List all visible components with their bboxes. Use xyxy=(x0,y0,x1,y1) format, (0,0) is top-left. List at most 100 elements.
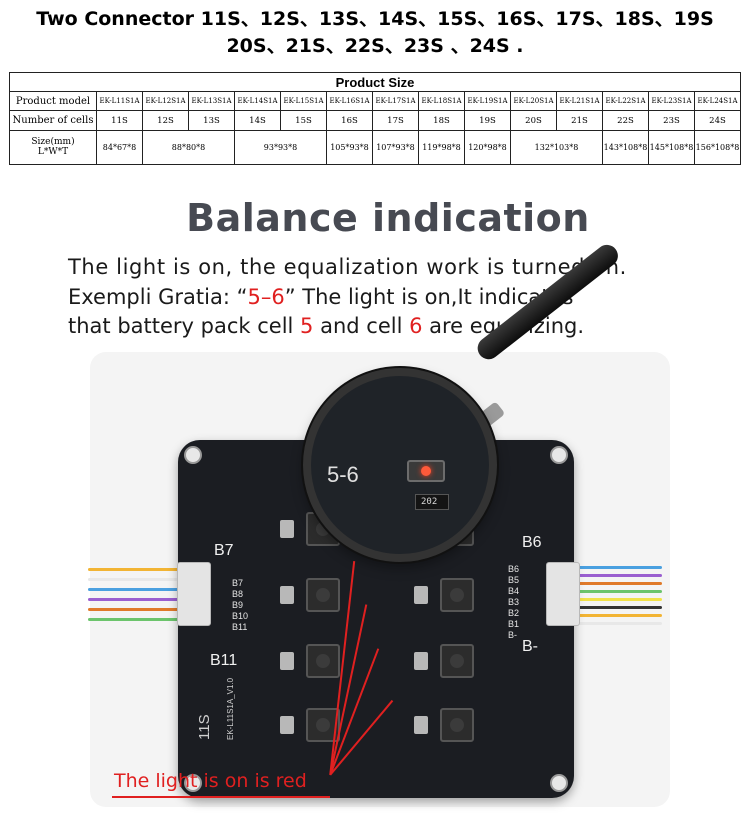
inductor xyxy=(306,578,340,612)
wire xyxy=(88,598,180,601)
inductor xyxy=(440,644,474,678)
paragraph-line-3: that battery pack cell 5 and cell 6 are … xyxy=(68,312,678,341)
wire xyxy=(88,588,180,591)
paragraph-line-1: The light is on, the equalization work i… xyxy=(68,255,627,279)
magnifier-lens: 5-6 202 xyxy=(303,368,497,562)
table-cell-model: EK-L12S1A xyxy=(142,90,189,112)
table-cell-count: 18S xyxy=(418,110,465,131)
header-line-2: 20S、21S、22S、23S 、24S . xyxy=(226,35,524,57)
table-cell-count: 20S xyxy=(510,110,557,131)
table-cell-count: 17S xyxy=(372,110,419,131)
wire xyxy=(578,606,662,609)
wire xyxy=(88,608,180,611)
table-cell-model: EK-L18S1A xyxy=(418,90,465,112)
wire xyxy=(578,574,662,577)
row-label-model: Product model xyxy=(9,90,97,112)
table-cell-model: EK-L13S1A xyxy=(188,90,235,112)
pin-label: B4 xyxy=(508,586,520,596)
mounting-hole xyxy=(550,774,568,792)
table-cell-model: EK-L14S1A xyxy=(234,90,281,112)
line3-part-b: and cell xyxy=(313,314,410,338)
mounting-hole xyxy=(550,446,568,464)
table-cell-model: EK-L11S1A xyxy=(96,90,143,112)
headline: Balance indication xyxy=(186,196,590,240)
silk-model-label: 11S xyxy=(196,714,213,740)
header-title: Two Connector 11S、12S、13S、14S、15S、16S、17… xyxy=(0,6,750,60)
wire xyxy=(578,566,662,569)
table-cell-count: 19S xyxy=(464,110,511,131)
caption-underline xyxy=(112,796,330,798)
table-cell-model: EK-L24S1A xyxy=(694,90,741,112)
mounting-hole xyxy=(184,774,202,792)
table-cell-size: 105*93*8 xyxy=(326,129,373,166)
line2-highlight: 5–6 xyxy=(247,285,285,309)
right-pad-label: B6 xyxy=(522,534,542,551)
pin-label: B1 xyxy=(508,619,520,629)
wire xyxy=(578,582,662,585)
line3-highlight-cell-5: 5 xyxy=(300,314,314,338)
pin-label: B- xyxy=(508,630,517,640)
table-cell-count: 13S xyxy=(188,110,235,131)
table-cell-model: EK-L16S1A xyxy=(326,90,373,112)
table-cell-size: 132*103*8 xyxy=(510,129,603,166)
silk-part-label: EK-L11S1A_V1.0 xyxy=(226,677,235,740)
table-cell-count: 15S xyxy=(280,110,327,131)
table-cell-size: 93*93*8 xyxy=(234,129,327,166)
table-cell-model: EK-L17S1A xyxy=(372,90,419,112)
table-cell-size: 107*93*8 xyxy=(372,129,419,166)
row-label-cells: Number of cells xyxy=(9,110,97,131)
right-pad-label-bottom: B- xyxy=(522,638,538,655)
left-pad-label: B7 xyxy=(214,542,234,559)
wire xyxy=(88,568,180,571)
inductor xyxy=(440,578,474,612)
lens-cell-label: 5-6 xyxy=(327,462,359,487)
pin-label: B9 xyxy=(232,600,244,610)
pin-label: B8 xyxy=(232,589,244,599)
table-cell-size: 84*67*8 xyxy=(96,129,143,166)
table-caption: Product Size xyxy=(9,72,741,92)
table-cell-model: EK-L15S1A xyxy=(280,90,327,112)
wire xyxy=(578,598,662,601)
table-cell-count: 11S xyxy=(96,110,143,131)
line3-part-a: that battery pack cell xyxy=(68,314,301,338)
wire xyxy=(578,614,662,617)
table-cell-model: EK-L19S1A xyxy=(464,90,511,112)
mosfet-pad xyxy=(280,520,294,538)
table-cell-count: 16S xyxy=(326,110,373,131)
smd-resistor xyxy=(415,494,449,510)
table-cell-count: 24S xyxy=(694,110,741,131)
pin-label: B2 xyxy=(508,608,520,618)
table-cell-size: 143*108*8 xyxy=(602,129,649,166)
pin-label: B5 xyxy=(508,575,520,585)
table-cell-size: 88*80*8 xyxy=(142,129,235,166)
caption-red-light: The light is on is red xyxy=(114,770,307,792)
row-label-size: Size(mm) L*W*T xyxy=(9,129,97,166)
table-cell-size: 156*108*8 xyxy=(694,129,741,166)
table-cell-model: EK-L20S1A xyxy=(510,90,557,112)
row-label-size-line1: Size(mm) xyxy=(31,137,75,148)
table-cell-size: 119*98*8 xyxy=(418,129,465,166)
pin-label: B10 xyxy=(232,611,249,621)
line3-highlight-cell-6: 6 xyxy=(409,314,423,338)
wire xyxy=(88,578,180,581)
left-pad-label-bottom: B11 xyxy=(210,652,238,669)
header-line-1: Two Connector 11S、12S、13S、14S、15S、16S、17… xyxy=(36,8,714,30)
wire xyxy=(578,590,662,593)
table-cell-count: 22S xyxy=(602,110,649,131)
mounting-hole xyxy=(184,446,202,464)
wire xyxy=(578,622,662,625)
pin-label: B6 xyxy=(508,564,520,574)
mosfet-pad xyxy=(414,586,428,604)
table-cell-size: 120*98*8 xyxy=(464,129,511,166)
table-cell-model: EK-L21S1A xyxy=(556,90,603,112)
wire xyxy=(88,618,180,621)
mosfet-pad xyxy=(280,586,294,604)
table-cell-model: EK-L23S1A xyxy=(648,90,695,112)
pin-label: B11 xyxy=(232,622,248,632)
